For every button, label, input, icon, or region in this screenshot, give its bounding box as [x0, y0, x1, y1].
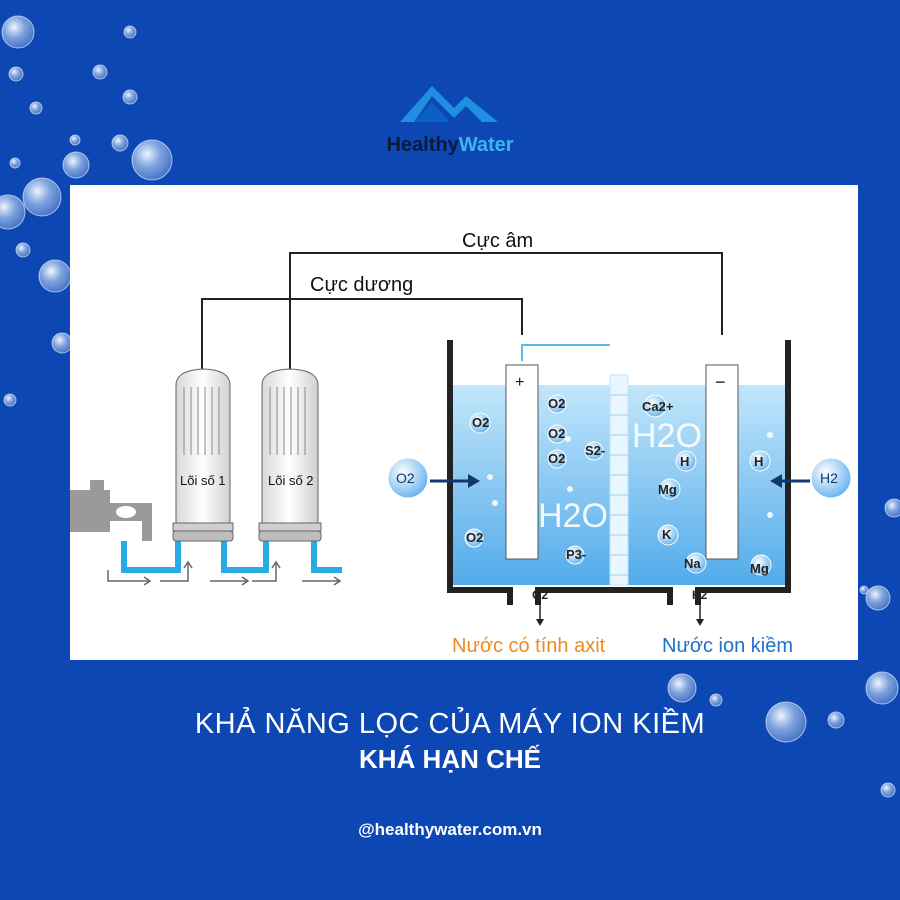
h2-outlet-label: H2 — [692, 588, 708, 602]
wires — [201, 252, 723, 370]
ion-label: Ca2+ — [642, 399, 674, 414]
positive-electrode — [505, 364, 539, 560]
positive-pole-label: Cực dương — [310, 274, 413, 296]
o2-bubble-label: O2 — [396, 470, 415, 486]
ion-label: K — [662, 527, 672, 542]
filter-cartridge-1 — [172, 368, 234, 542]
ion-label: O2 — [548, 451, 565, 466]
plus-sign: + — [515, 374, 524, 391]
faucet-icon — [70, 480, 152, 541]
membrane — [609, 374, 629, 586]
water-pipes — [121, 540, 342, 573]
mountain-logo-icon — [400, 86, 498, 122]
flow-arrows — [107, 560, 342, 586]
brand-name: HealthyWater — [386, 134, 514, 156]
ion-label: O2 — [548, 426, 565, 441]
ionizer-diagram: Cực âm Cực dương — [70, 185, 858, 660]
filter-cartridge-2 — [258, 368, 322, 542]
filter-2-label: Lõi số 2 — [268, 473, 314, 488]
ion-label: O2 — [548, 396, 565, 411]
ion-label: Mg — [750, 561, 769, 576]
water-formula-right: H2O — [632, 417, 702, 455]
h2-bubble-label: H2 — [820, 470, 838, 486]
ion-label: P3- — [566, 547, 586, 562]
acid-water-label: Nước có tính axit — [452, 635, 606, 657]
ion-label: S2- — [585, 443, 605, 458]
h2-bubble-icon — [810, 457, 852, 499]
website-handle: @healthywater.com.vn — [358, 820, 542, 839]
minus-sign: − — [715, 372, 726, 392]
ion-label: H — [754, 454, 763, 469]
negative-electrode — [705, 364, 739, 560]
brand-logo: HealthyWater — [370, 72, 530, 162]
ion-label: O2 — [466, 530, 483, 545]
ion-label: H — [680, 454, 689, 469]
o2-bubble-icon — [387, 457, 429, 499]
ion-label: Mg — [658, 482, 677, 497]
headline-line-1: KHẢ NĂNG LỌC CỦA MÁY ION KIỀM — [194, 708, 706, 740]
filter-1-label: Lõi số 1 — [180, 473, 226, 488]
tank-walls — [447, 340, 791, 605]
ion-label: O2 — [472, 415, 489, 430]
negative-pole-label: Cực âm — [462, 230, 533, 252]
water-formula-left: H2O — [538, 497, 608, 535]
headline-line-2: KHÁ HẠN CHẾ — [359, 744, 541, 774]
alkaline-water-label: Nước ion kiềm — [662, 635, 793, 657]
ion-label: Na — [684, 556, 701, 571]
o2-outlet-label: O2 — [532, 588, 548, 602]
ionizer-diagram-svg: Cực âm Cực dương — [70, 230, 852, 657]
